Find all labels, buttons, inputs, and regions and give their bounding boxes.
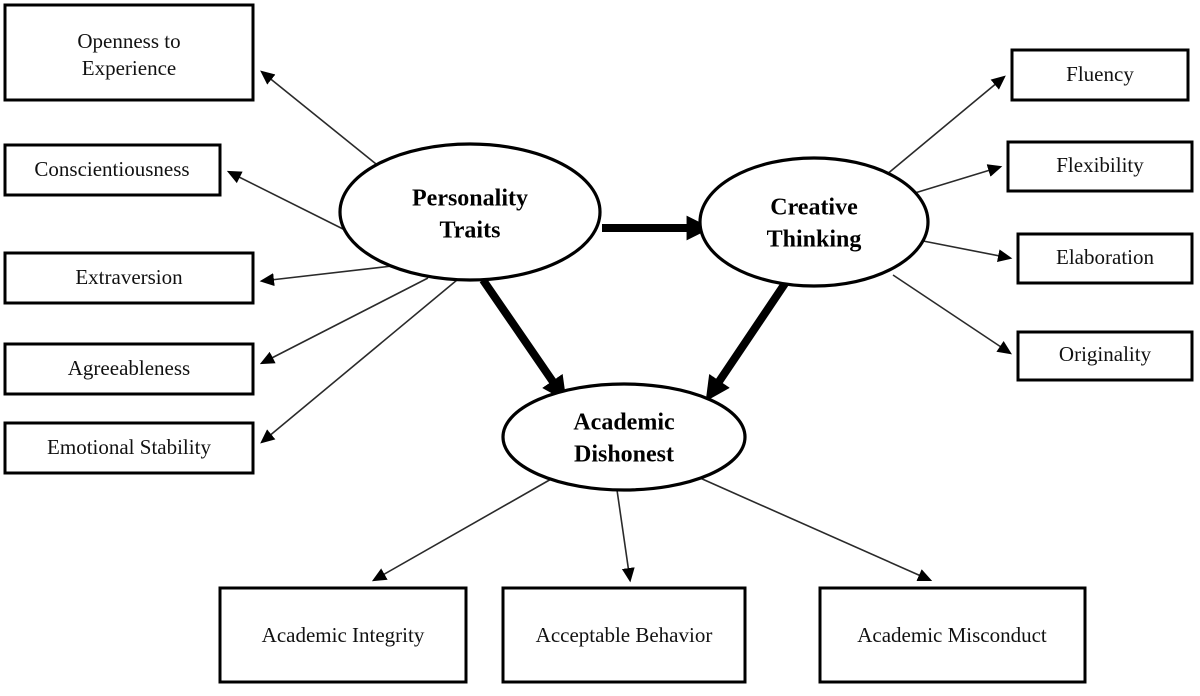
latent-node-personality-traits[interactable]: Personality Traits <box>338 142 602 282</box>
indicator-box-extraversion[interactable]: Extraversion <box>3 251 255 305</box>
path-personality-to-dishonest <box>479 277 567 402</box>
indicator-box-conscientiousness[interactable]: Conscientiousness <box>3 143 222 197</box>
indicator-label-emotional-stability: Emotional Stability <box>47 435 211 459</box>
indicator-label-elaboration: Elaboration <box>1056 245 1154 269</box>
indicator-box-flexibility[interactable]: Flexibility <box>1006 140 1194 193</box>
personality-indicator-boxes: Openness to Experience Conscientiousness… <box>3 3 255 475</box>
latent-label-dishonest-line1: Academic <box>573 410 675 436</box>
indicator-box-academic-integrity[interactable]: Academic Integrity <box>218 586 468 684</box>
latent-label-dishonest-line2: Dishonest <box>574 442 674 468</box>
path-creative-to-dishonest <box>705 279 790 402</box>
latent-node-academic-dishonest[interactable]: Academic Dishonest <box>501 382 747 492</box>
indicator-label-fluency: Fluency <box>1066 62 1134 86</box>
indicator-box-emotional-stability[interactable]: Emotional Stability <box>3 421 255 475</box>
path-dishonest-to-acceptable-behavior <box>616 489 635 583</box>
path-dishonest-to-academic-misconduct <box>699 477 933 582</box>
latent-label-creative-line1: Creative <box>770 195 858 221</box>
latent-label-personality-line1: Personality <box>412 186 528 212</box>
indicator-label-flexibility: Flexibility <box>1056 153 1144 177</box>
indicator-label-academic-integrity: Academic Integrity <box>262 623 425 647</box>
indicator-box-agreeableness[interactable]: Agreeableness <box>3 342 255 396</box>
path-personality-to-extraversion <box>259 265 393 287</box>
indicator-label-academic-misconduct: Academic Misconduct <box>857 623 1047 647</box>
path-creative-to-fluency <box>879 75 1006 181</box>
indicator-box-acceptable-behavior[interactable]: Acceptable Behavior <box>501 586 747 684</box>
indicator-box-originality[interactable]: Originality <box>1016 330 1194 382</box>
creativity-indicator-boxes: Fluency Flexibility Elaboration Original… <box>1006 48 1194 382</box>
measurement-arrows-dishonesty <box>371 477 933 583</box>
path-personality-to-openness <box>260 70 382 169</box>
path-personality-to-agreeableness <box>259 277 429 365</box>
latent-label-personality-line2: Traits <box>440 218 501 244</box>
indicator-label-originality: Originality <box>1059 342 1152 366</box>
indicator-box-fluency[interactable]: Fluency <box>1010 48 1190 102</box>
indicator-box-openness-to-experience[interactable]: Openness to Experience <box>3 3 255 102</box>
indicator-label-conscientiousness: Conscientiousness <box>34 157 189 181</box>
indicator-label-acceptable-behavior: Acceptable Behavior <box>536 623 713 647</box>
latent-label-creative-line2: Thinking <box>767 227 862 253</box>
path-creative-to-originality <box>892 274 1012 355</box>
latent-node-creative-thinking[interactable]: Creative Thinking <box>698 156 930 288</box>
measurement-arrows-creativity <box>879 75 1013 355</box>
dishonesty-indicator-boxes: Academic Integrity Acceptable Behavior A… <box>218 586 1087 684</box>
measurement-arrows-personality <box>226 70 458 444</box>
indicator-box-elaboration[interactable]: Elaboration <box>1016 232 1194 285</box>
path-creative-to-flexibility <box>904 164 1003 197</box>
path-personality-to-emotional-stability <box>260 279 458 444</box>
latent-variable-nodes: Personality Traits Creative Thinking Aca… <box>338 142 930 492</box>
structural-arrows <box>479 215 790 402</box>
indicator-label-extraversion: Extraversion <box>75 265 183 289</box>
indicator-label-openness-line2: Experience <box>82 56 176 80</box>
indicator-label-openness-line1: Openness to <box>77 29 180 53</box>
path-personality-to-conscientiousness <box>226 170 358 237</box>
path-dishonest-to-academic-integrity <box>371 477 554 582</box>
path-creative-to-elaboration <box>917 239 1013 263</box>
indicator-box-academic-misconduct[interactable]: Academic Misconduct <box>818 586 1087 684</box>
indicator-label-agreeableness: Agreeableness <box>68 356 190 380</box>
